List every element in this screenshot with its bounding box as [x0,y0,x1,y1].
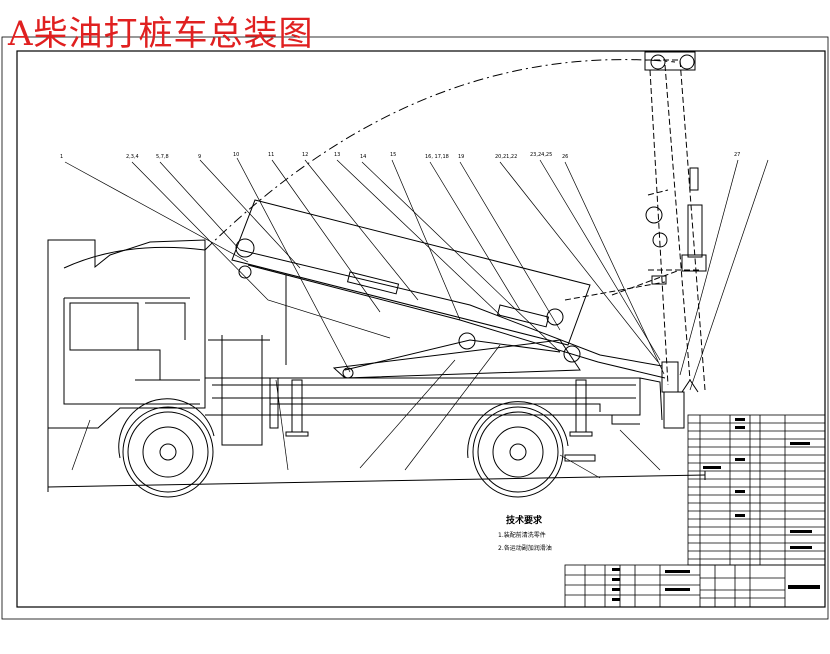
inner-border [16,50,826,608]
balloon-label: 10 [233,152,239,158]
title-block-fill [612,418,820,601]
front-wheel [118,398,215,498]
balloon-label: 26 [562,154,568,160]
balloon-label: 16, 17,18 [425,154,449,160]
balloon-label: 2,3,4 [126,154,139,160]
rear-wheel [467,401,569,498]
drawing-title: A柴油打桩车总装图 [8,14,314,54]
title-block [564,414,826,608]
balloon-label: 27 [734,152,740,158]
pile-head [661,361,699,429]
balloon-label: 15 [390,152,396,158]
balloon-label: 11 [268,152,274,158]
length-dimension [47,474,706,488]
balloon-label: 9 [198,154,201,160]
part-leaders [64,157,769,479]
truck-chassis [205,335,663,446]
mast-top [644,51,707,285]
balloon-label: 1 [60,154,63,160]
balloon-label: 20,21,22 [495,154,517,160]
notes-line: 2.各运动副加润滑油 [498,545,552,552]
raised-mast [564,59,706,391]
swing-arc [204,59,676,251]
balloon-label: 12 [302,152,308,158]
outriggers [269,377,596,462]
notes-heading: 技术要求 [506,516,543,526]
balloon-label: 13 [334,152,340,158]
balloon-label: 14 [360,154,366,160]
balloon-texts: 1 2,3,4 5,7,8 9 10 11 12 13 14 15 16, 17… [60,152,740,160]
notes-line: 1.装配前清洗零件 [498,532,546,539]
balloon-label: 23,24,25 [530,152,552,158]
outer-border [1,36,829,620]
truck-cab [47,239,206,487]
boom-assembly [231,199,666,379]
balloon-label: 5,7,8 [156,154,169,160]
technical-notes: 技术要求 1.装配前清洗零件 2.各运动副加润滑油 [498,513,552,552]
balloon-label: 19 [458,154,464,160]
